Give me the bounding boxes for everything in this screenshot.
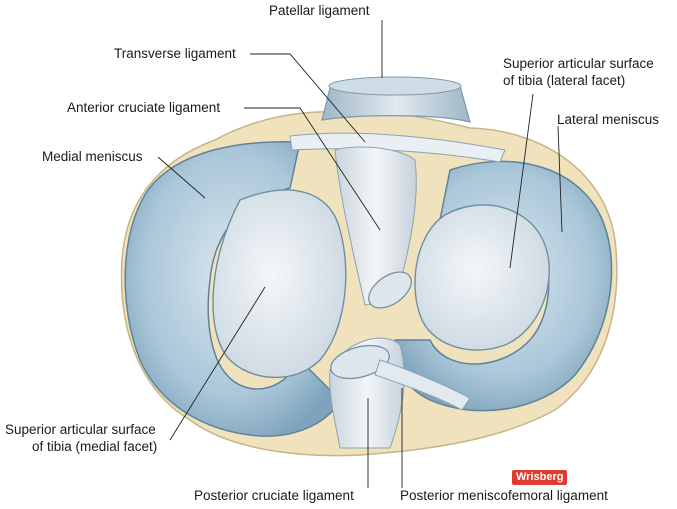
- label-patellar-ligament: Patellar ligament: [269, 3, 370, 18]
- label-transverse-ligament: Transverse ligament: [114, 46, 236, 61]
- acl-shape: [334, 146, 417, 306]
- medial-meniscus-shape: [124, 141, 341, 437]
- label-superior-lateral-line2: of tibia (lateral facet): [503, 73, 626, 88]
- leader-lines: [157, 20, 563, 488]
- label-posterior-cruciate-ligament: Posterior cruciate ligament: [194, 488, 354, 503]
- meniscofemoral-ligament-shape: [374, 359, 471, 411]
- lateral-facet-shape: [414, 204, 550, 351]
- label-posterior-meniscofemoral-ligament: Posterior meniscofemoral ligament: [400, 488, 608, 503]
- label-anterior-cruciate-ligament: Anterior cruciate ligament: [67, 100, 221, 115]
- wrisberg-badge: Wrisberg: [512, 470, 568, 485]
- label-superior-medial-line1: Superior articular surface: [5, 422, 156, 437]
- label-medial-meniscus: Medial meniscus: [42, 149, 143, 164]
- medial-facet-shape: [212, 189, 347, 379]
- label-lateral-meniscus: Lateral meniscus: [557, 112, 660, 127]
- label-superior-lateral-line1: Superior articular surface: [503, 56, 654, 71]
- label-superior-medial-line2: of tibia (medial facet): [32, 439, 158, 454]
